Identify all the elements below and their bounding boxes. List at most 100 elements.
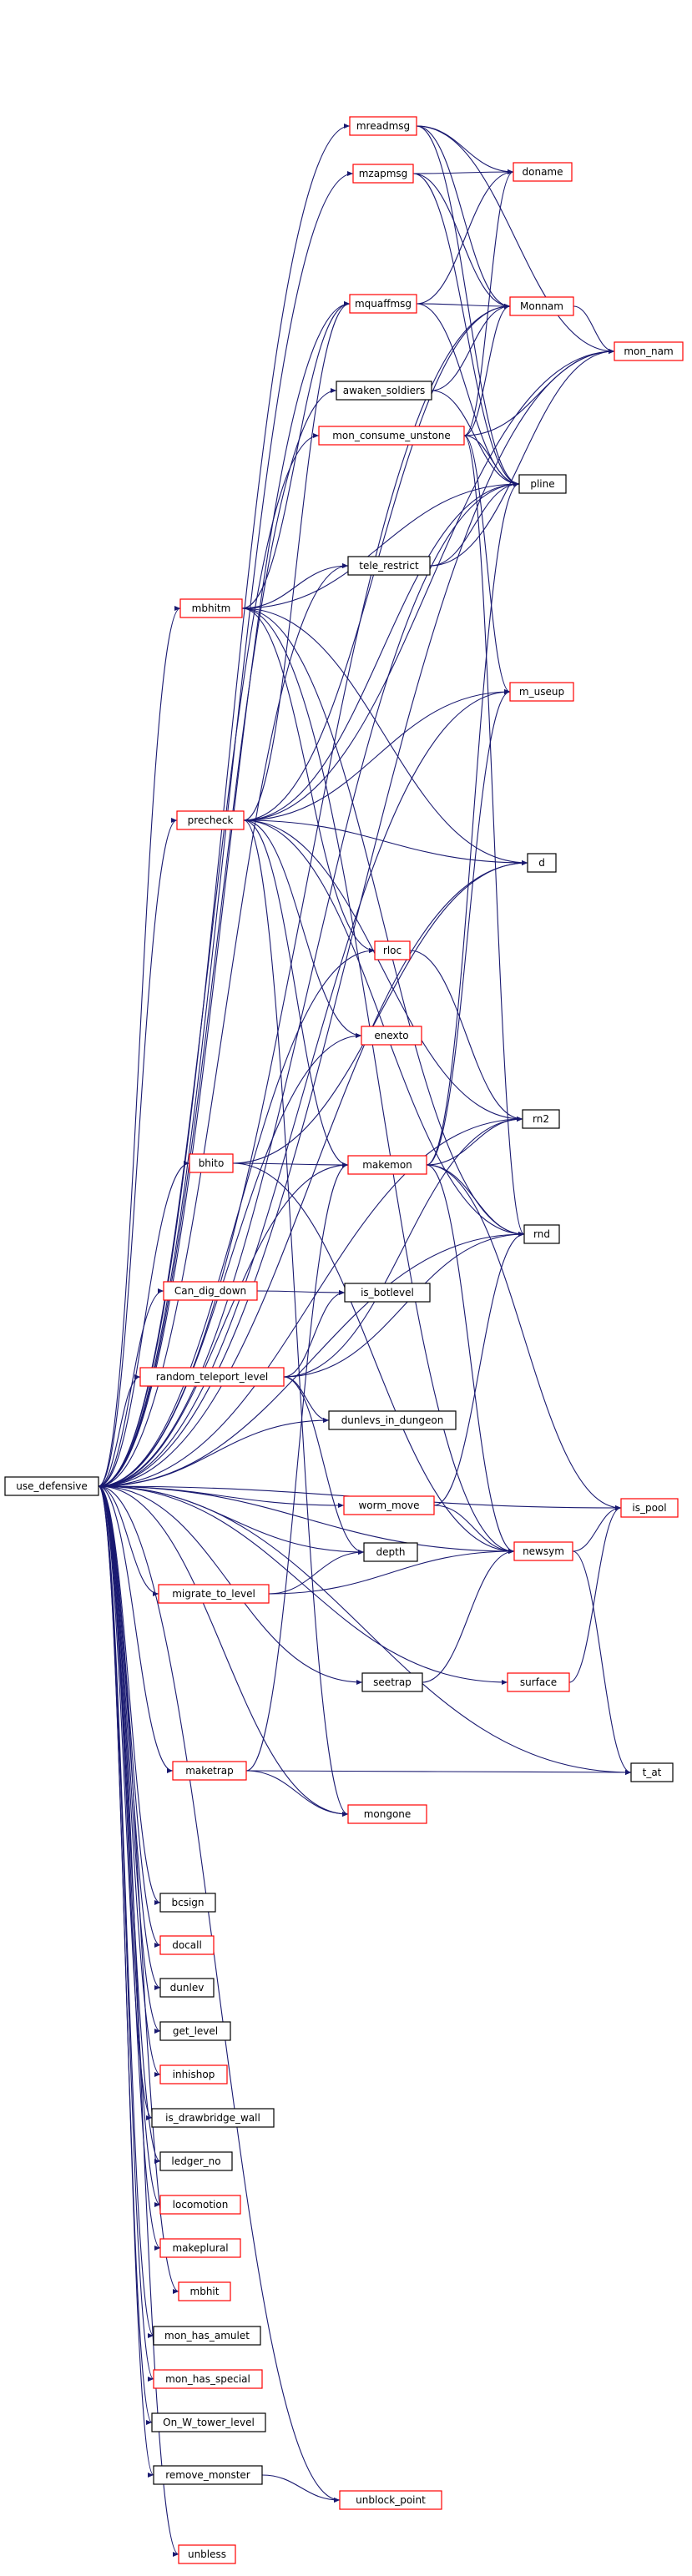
node-mquaffmsg[interactable]: mquaffmsg (349, 294, 417, 314)
node-get-level[interactable]: get_level (159, 2021, 231, 2041)
node-worm-move[interactable]: worm_move (343, 1495, 435, 1515)
edge-mon-consume-unstone-to-pline (463, 435, 520, 486)
node-box-awaken-soldiers (336, 381, 432, 401)
node-d[interactable]: d (527, 853, 557, 873)
edge-newsym-to-t-at (572, 1550, 632, 1775)
edge-random-teleport-level-to-dunlevs-in-dungeon (283, 1376, 330, 1423)
edge-makemon-to-pline (426, 481, 520, 1166)
node-makemon[interactable]: makemon (347, 1155, 427, 1175)
node-label-can-dig-down: Can_dig_down (174, 1285, 246, 1297)
node-box-dunlev (159, 1978, 215, 1998)
node-label-makeplural: makeplural (172, 2242, 228, 2254)
edge-mquaffmsg-to-doname (416, 169, 514, 305)
node-seetrap[interactable]: seetrap (361, 1672, 423, 1692)
edge-migrate-to-level-to-depth (268, 1550, 365, 1595)
node-on-w-tower-level[interactable]: On_W_tower_level (151, 2412, 266, 2432)
node-mreadmsg[interactable]: mreadmsg (349, 116, 417, 136)
node-random-teleport-level[interactable]: random_teleport_level (139, 1367, 285, 1387)
node-dunlevs-in-dungeon[interactable]: dunlevs_in_dungeon (328, 1410, 457, 1430)
node-box-migrate-to-level (158, 1584, 270, 1604)
node-monnam[interactable]: Monnam (509, 296, 574, 316)
node-tele-restrict[interactable]: tele_restrict (347, 556, 431, 576)
edge-surface-to-is-pool (568, 1505, 622, 1683)
node-is-pool[interactable]: is_pool (620, 1498, 679, 1518)
node-box-mon-has-special (153, 2369, 263, 2389)
node-mbhitm[interactable]: mbhitm (179, 598, 243, 618)
edge-makemon-to-is-pool (426, 1164, 622, 1510)
node-is-botlevel[interactable]: is_botlevel (344, 1283, 431, 1303)
edge-use-defensive-to-mbhitm (98, 606, 181, 1487)
node-mon-has-special[interactable]: mon_has_special (153, 2369, 263, 2389)
edge-use-defensive-to-unblock-point (98, 1485, 341, 2503)
node-box-bhito (189, 1153, 234, 1173)
node-box-t-at (630, 1762, 674, 1782)
node-t-at[interactable]: t_at (630, 1762, 674, 1782)
node-docall[interactable]: docall (159, 1935, 215, 1955)
node-rn2[interactable]: rn2 (522, 1109, 560, 1129)
node-newsym[interactable]: newsym (513, 1541, 573, 1561)
node-rnd[interactable]: rnd (523, 1224, 560, 1244)
node-can-dig-down[interactable]: Can_dig_down (163, 1281, 258, 1301)
node-mon-consume-unstone[interactable]: mon_consume_unstone (318, 426, 465, 446)
edge-use-defensive-to-m-useup (98, 689, 511, 1487)
edge-mzapmsg-to-monnam (412, 173, 511, 309)
node-box-random-teleport-level (139, 1367, 285, 1387)
edge-use-defensive-to-makemon (98, 1162, 349, 1487)
node-makeplural[interactable]: makeplural (159, 2238, 241, 2258)
edge-mbhitm-to-newsym (241, 607, 515, 1554)
node-box-get-level (159, 2021, 231, 2041)
node-mon-nam[interactable]: mon_nam (614, 341, 684, 361)
node-label-unblock-point: unblock_point (356, 2494, 426, 2506)
node-m-useup[interactable]: m_useup (509, 682, 574, 702)
edge-use-defensive-to-mon-has-special (98, 1485, 154, 2382)
edge-use-defensive-to-precheck (98, 818, 178, 1487)
node-label-rloc: rloc (383, 945, 402, 956)
node-box-doname (513, 162, 573, 182)
node-rloc[interactable]: rloc (374, 940, 411, 960)
node-migrate-to-level[interactable]: migrate_to_level (158, 1584, 270, 1604)
edge-mzapmsg-to-pline (412, 173, 520, 486)
node-is-drawbridge-wall[interactable]: is_drawbridge_wall (151, 2108, 275, 2128)
edge-worm-move-to-rnd (433, 1232, 525, 1506)
node-box-mreadmsg (349, 116, 417, 136)
node-dunlev[interactable]: dunlev (159, 1978, 215, 1998)
node-label-tele-restrict: tele_restrict (359, 560, 419, 572)
node-ledger-no[interactable]: ledger_no (159, 2151, 233, 2171)
edge-use-defensive-to-surface (98, 1485, 508, 1685)
node-maketrap[interactable]: maketrap (172, 1761, 247, 1781)
edge-tele-restrict-to-mon-nam (429, 349, 615, 567)
edge-makemon-to-m-useup (426, 689, 511, 1166)
node-box-is-pool (620, 1498, 679, 1518)
node-locomotion[interactable]: locomotion (159, 2195, 241, 2215)
node-label-ledger-no: ledger_no (171, 2155, 220, 2167)
node-doname[interactable]: doname (513, 162, 573, 182)
node-pline[interactable]: pline (518, 474, 567, 494)
edge-use-defensive-to-rn2 (98, 1117, 523, 1487)
node-box-mon-consume-unstone (318, 426, 465, 446)
node-awaken-soldiers[interactable]: awaken_soldiers (336, 381, 432, 401)
edge-mbhitm-to-d (241, 607, 528, 865)
node-surface[interactable]: surface (507, 1672, 570, 1692)
node-mon-has-amulet[interactable]: mon_has_amulet (153, 2326, 261, 2346)
node-box-mbhitm (179, 598, 243, 618)
node-unbless[interactable]: unbless (178, 2544, 236, 2564)
edge-use-defensive-to-maketrap (98, 1485, 174, 1773)
node-remove-monster[interactable]: remove_monster (153, 2465, 263, 2485)
edge-mquaffmsg-to-monnam (416, 303, 511, 309)
node-label-m-useup: m_useup (519, 686, 564, 698)
node-enexto[interactable]: enexto (361, 1026, 422, 1046)
node-label-precheck: precheck (188, 814, 234, 826)
node-mongone[interactable]: mongone (347, 1804, 427, 1824)
node-depth[interactable]: depth (363, 1542, 418, 1562)
node-unblock-point[interactable]: unblock_point (339, 2490, 442, 2510)
node-precheck[interactable]: precheck (176, 810, 245, 830)
node-inhishop[interactable]: inhishop (159, 2064, 228, 2084)
node-label-mbhitm: mbhitm (192, 602, 231, 614)
node-bhito[interactable]: bhito (189, 1153, 234, 1173)
node-bcsign[interactable]: bcsign (159, 1893, 216, 1913)
node-mzapmsg[interactable]: mzapmsg (352, 164, 414, 184)
node-mbhit[interactable]: mbhit (178, 2281, 231, 2301)
edge-mon-consume-unstone-to-monnam (463, 304, 511, 436)
edge-use-defensive-to-remove-monster (98, 1485, 154, 2478)
